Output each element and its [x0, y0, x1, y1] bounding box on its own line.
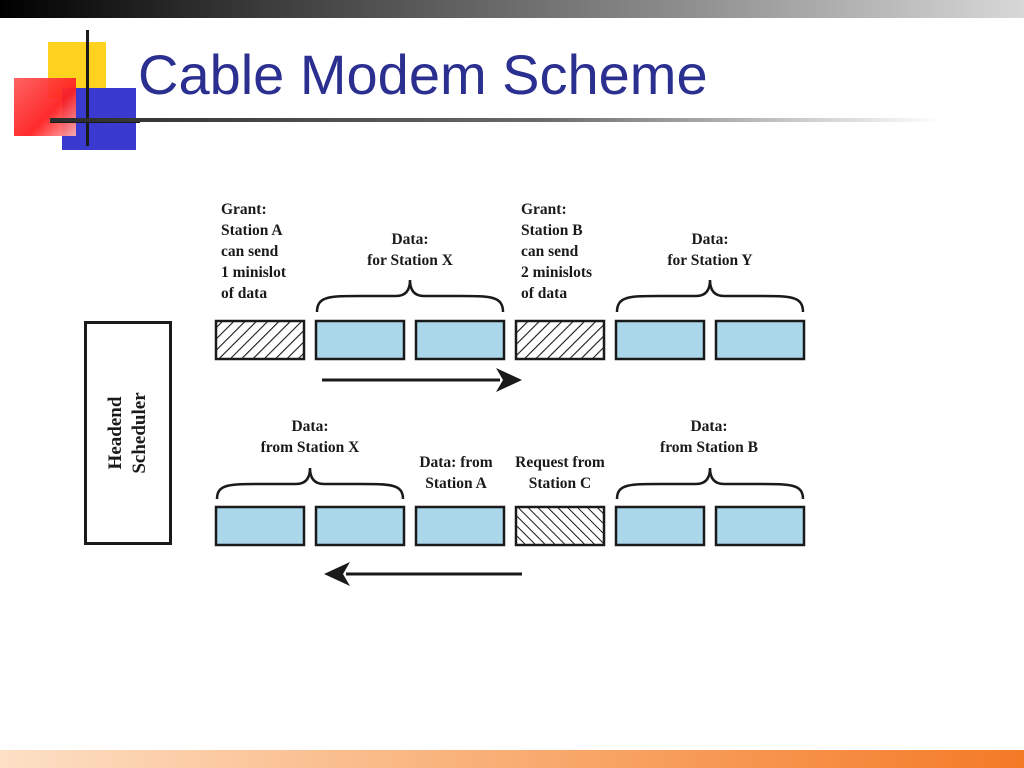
data-x-line-2: for Station X — [367, 252, 453, 269]
label-request-from-station-c: Request from Station C — [504, 452, 616, 494]
top-gradient-bar — [0, 0, 1024, 18]
from-a-line-2: Station A — [425, 475, 487, 492]
label-grant-station-a: Grant: Station A can send 1 minislot of … — [221, 199, 286, 304]
from-b-line-1: Data: — [690, 418, 728, 435]
from-x-line-1: Data: — [291, 418, 329, 435]
label-data-from-station-b: Data: from Station B — [644, 416, 774, 458]
grant-b-line-5: of data — [521, 285, 568, 302]
grant-b-line-2: Station B — [521, 222, 583, 239]
upstream-arrow — [324, 562, 522, 586]
from-a-line-1: Data: from — [419, 454, 493, 471]
grant-a-line-2: Station A — [221, 222, 283, 239]
grant-a-line-1: Grant: — [221, 201, 267, 218]
grant-b-line-3: can send — [521, 243, 579, 260]
slot-from-x-1 — [214, 505, 306, 547]
downstream-slot-row — [214, 319, 806, 361]
brace-from-x — [215, 467, 405, 500]
title-underline — [50, 118, 940, 122]
brace-data-y — [615, 279, 805, 313]
slot-data-x-2 — [414, 319, 506, 361]
label-grant-station-b: Grant: Station B can send 2 minislots of… — [521, 199, 592, 304]
from-b-line-2: from Station B — [660, 439, 758, 456]
data-y-line-2: for Station Y — [667, 252, 753, 269]
grant-b-line-4: 2 minislots — [521, 264, 593, 281]
slot-grant-a — [214, 319, 306, 361]
slot-from-b-2 — [714, 505, 806, 547]
request-c-line-2: Station C — [528, 475, 592, 492]
slot-data-y-1 — [614, 319, 706, 361]
slot-data-y-2 — [714, 319, 806, 361]
brace-data-x — [315, 279, 505, 313]
grant-a-line-4: 1 minislot — [221, 264, 287, 281]
downstream-arrow — [322, 368, 522, 392]
slot-request-c — [514, 505, 606, 547]
slot-from-b-1 — [614, 505, 706, 547]
slot-grant-b — [514, 319, 606, 361]
upstream-slot-row — [214, 505, 806, 547]
label-data-from-station-a: Data: from Station A — [406, 452, 506, 494]
slot-from-a — [414, 505, 506, 547]
grant-b-line-1: Grant: — [521, 201, 567, 218]
label-data-for-station-y: Data: for Station Y — [650, 229, 770, 271]
grant-a-line-5: of data — [221, 285, 268, 302]
data-x-line-1: Data: — [391, 231, 429, 248]
data-y-line-1: Data: — [691, 231, 729, 248]
headend-scheduler-box: Headend Scheduler — [84, 321, 172, 545]
request-c-line-1: Request from — [515, 454, 605, 471]
grant-a-line-3: can send — [221, 243, 279, 260]
from-x-line-2: from Station X — [260, 439, 360, 456]
slide-title: Cable Modem Scheme — [138, 43, 708, 106]
slot-from-x-2 — [314, 505, 406, 547]
slot-data-x-1 — [314, 319, 406, 361]
label-data-from-station-x: Data: from Station X — [245, 416, 375, 458]
brace-from-b — [615, 467, 805, 500]
bottom-gradient-bar — [0, 750, 1024, 768]
label-data-for-station-x: Data: for Station X — [350, 229, 470, 271]
